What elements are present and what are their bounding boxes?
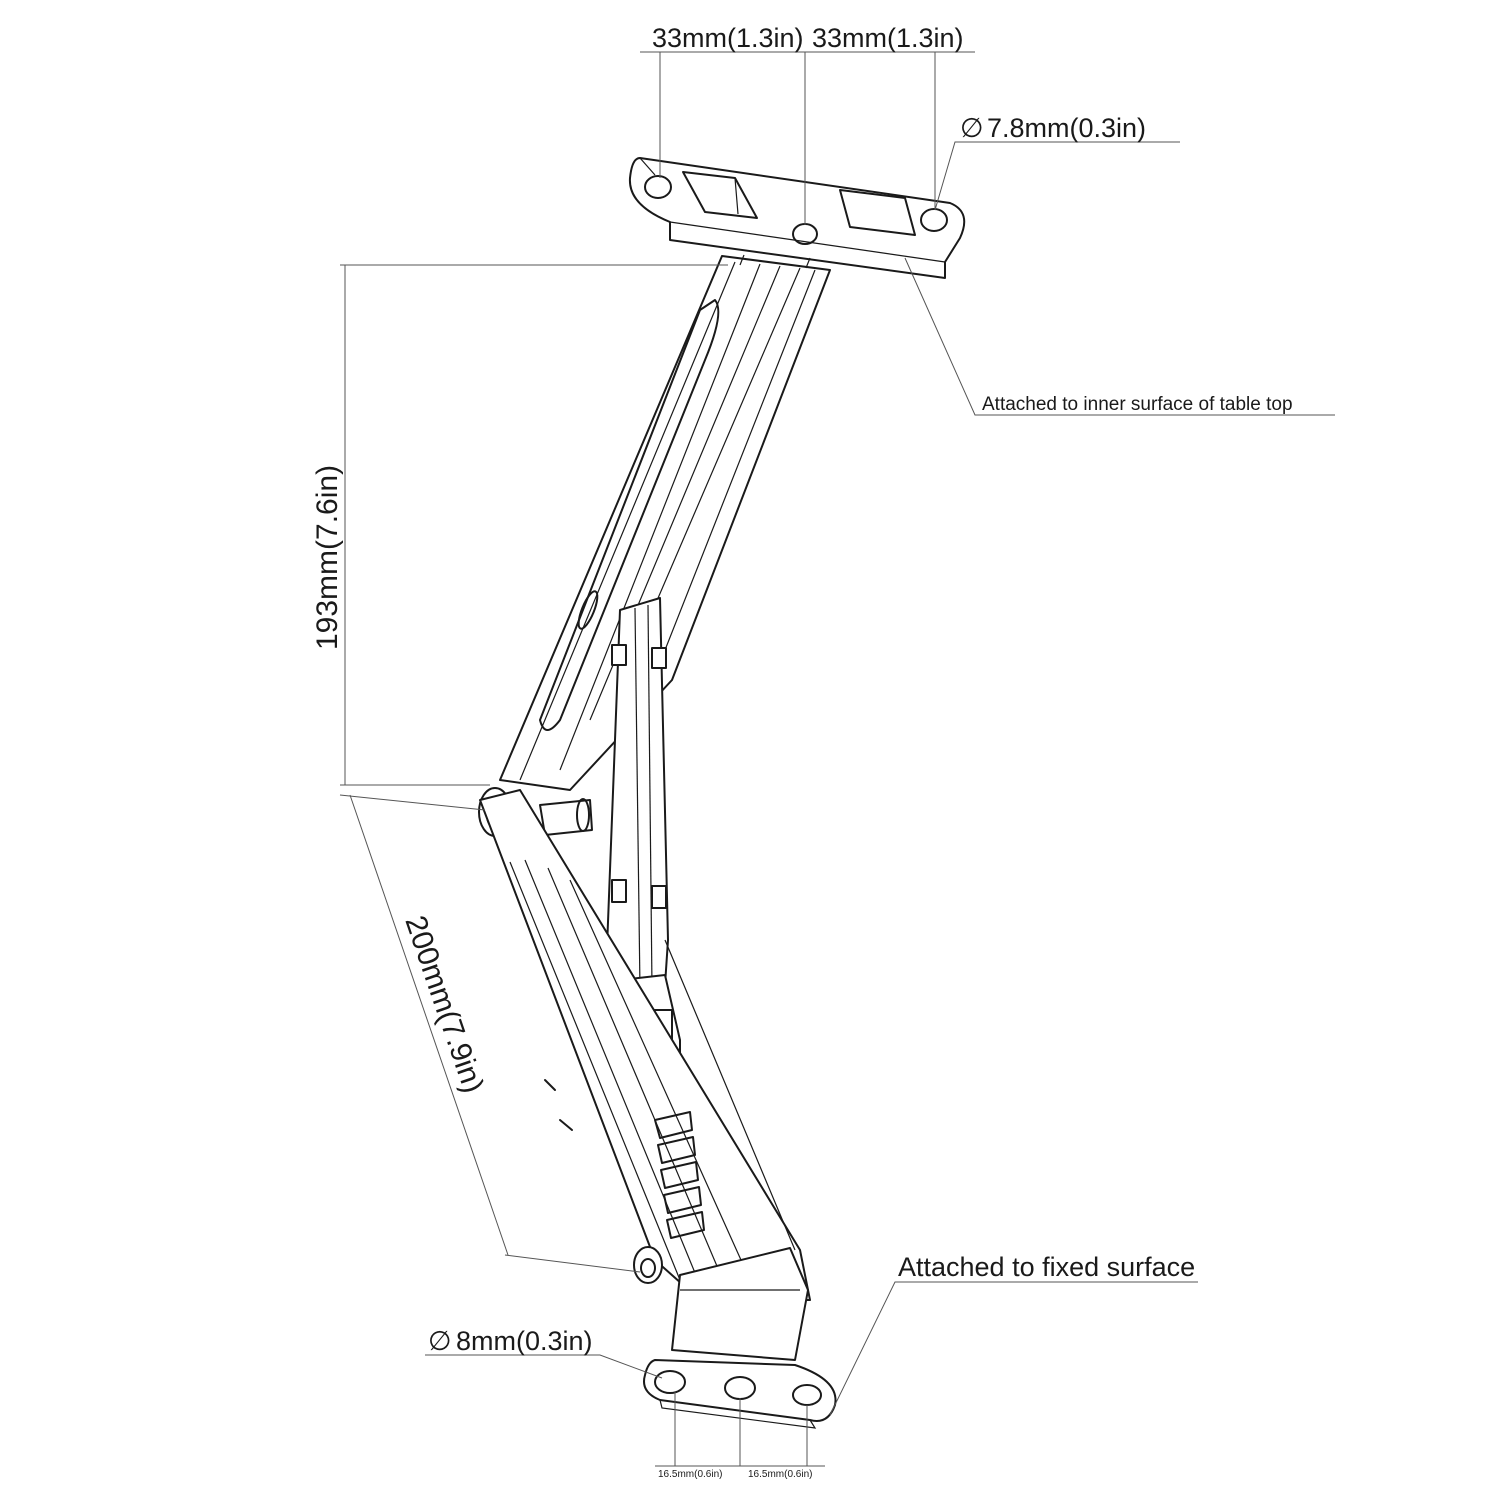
top-left-slot-icon	[682, 171, 758, 219]
bottom-left-hole-icon	[654, 1370, 686, 1394]
top-spacing-left-label: 33mm(1.3in)	[652, 23, 804, 53]
bottom-spacing-left-label: 16.5mm(0.6in)	[658, 1469, 722, 1480]
bottom-plate-note: Attached to fixed surface	[898, 1252, 1195, 1282]
top-spacing-right-label: 33mm(1.3in)	[812, 23, 964, 53]
top-right-hole-icon	[920, 208, 948, 232]
diameter-symbol-top: ∅	[960, 113, 984, 143]
top-left-hole-icon	[644, 175, 672, 199]
dimension-lines	[339, 51, 1335, 1467]
top-plate-note: Attached to inner surface of table top	[982, 394, 1293, 415]
top-right-slot-icon	[839, 189, 916, 236]
lower-arm	[479, 789, 811, 1301]
top-mounting-plate	[628, 157, 966, 279]
top-hole-diameter-label: 7.8mm(0.3in)	[987, 113, 1146, 143]
vertical-length-label: 193mm(7.6in)	[311, 465, 344, 650]
bottom-mounting-plate	[643, 1247, 837, 1429]
bottom-spacing-right-label: 16.5mm(0.6in)	[748, 1469, 812, 1480]
bottom-hole-diameter-label: 8mm(0.3in)	[456, 1326, 593, 1356]
upper-arm	[499, 254, 831, 791]
diameter-symbol-bottom: ∅	[428, 1326, 452, 1356]
